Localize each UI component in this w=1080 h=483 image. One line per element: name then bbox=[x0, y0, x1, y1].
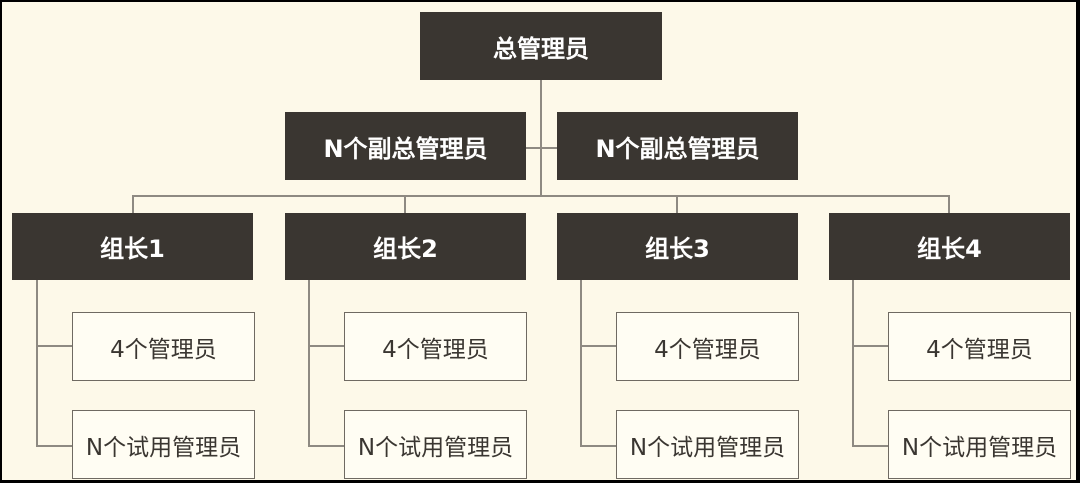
connector-group-2-branch-2 bbox=[308, 445, 344, 447]
deputy-node-1: N个副总管理员 bbox=[285, 112, 526, 180]
group-1-member-box-2: N个试用管理员 bbox=[72, 410, 255, 479]
group-3-member-box-1: 4个管理员 bbox=[616, 312, 799, 381]
connector-group-1-branch-1 bbox=[36, 345, 72, 347]
connector-deputy-link bbox=[526, 147, 557, 149]
group-2-member-box-1: 4个管理员 bbox=[344, 312, 527, 381]
group-2-member-box-2: N个试用管理员 bbox=[344, 410, 527, 479]
connector-group-3-spine bbox=[580, 280, 582, 447]
connector-group-1-drop bbox=[132, 195, 134, 213]
connector-group-4-branch-1 bbox=[852, 345, 888, 347]
connector-group-1-branch-2 bbox=[36, 445, 72, 447]
group-leader-4: 组长4 bbox=[829, 213, 1070, 280]
deputy-node-2: N个副总管理员 bbox=[557, 112, 798, 180]
group-3-member-box-2: N个试用管理员 bbox=[616, 410, 799, 479]
connector-group-2-branch-1 bbox=[308, 345, 344, 347]
connector-group-2-drop bbox=[404, 195, 406, 213]
group-leader-1: 组长1 bbox=[12, 213, 253, 280]
group-leader-2: 组长2 bbox=[285, 213, 526, 280]
connector-group-4-drop bbox=[948, 195, 950, 213]
group-leader-3: 组长3 bbox=[557, 213, 798, 280]
root-node: 总管理员 bbox=[420, 12, 662, 80]
group-1-member-box-1: 4个管理员 bbox=[72, 312, 255, 381]
connector-group-2-spine bbox=[308, 280, 310, 447]
connector-group-3-drop bbox=[676, 195, 678, 213]
connector-group-3-branch-1 bbox=[580, 345, 616, 347]
connector-root-trunk bbox=[540, 80, 542, 197]
connector-group-3-branch-2 bbox=[580, 445, 616, 447]
connector-group-1-spine bbox=[36, 280, 38, 447]
connector-group-4-branch-2 bbox=[852, 445, 888, 447]
group-4-member-box-2: N个试用管理员 bbox=[888, 410, 1071, 479]
connector-group-4-spine bbox=[852, 280, 854, 447]
connector-group-bus bbox=[132, 195, 950, 197]
group-4-member-box-1: 4个管理员 bbox=[888, 312, 1071, 381]
